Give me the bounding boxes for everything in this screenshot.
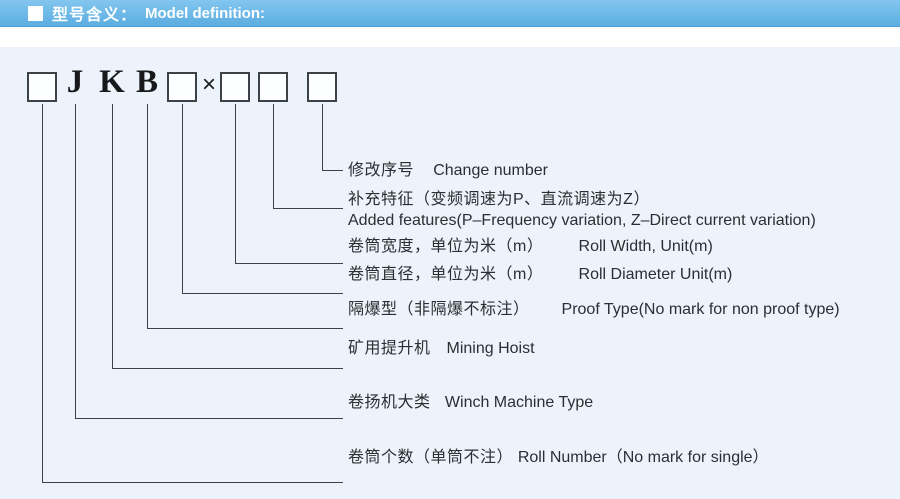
label-winch-type-cn: 卷扬机大类 — [348, 394, 431, 411]
connector-added-features — [273, 104, 343, 209]
label-mining-hoist: 矿用提升机 Mining Hoist — [348, 338, 535, 359]
connector-roll-width — [235, 104, 343, 264]
label-change-number: 修改序号 Change number — [348, 160, 548, 181]
label-roll-diameter: 卷筒直径，单位为米（m） Roll Diameter Unit(m) — [348, 264, 732, 285]
section-title-en: Model definition: — [145, 4, 265, 22]
connector-change-number — [322, 104, 343, 171]
label-added-features-cn: 补充特征（变频调速为P、直流调速为Z） — [348, 191, 650, 208]
connector-proof-type — [147, 104, 343, 329]
label-roll-number-en: Roll Number（No mark for single） — [517, 449, 769, 466]
model-code-box — [307, 72, 337, 102]
label-proof-type: 隔爆型（非隔爆不标注） Proof Type(No mark for non pr… — [348, 299, 840, 320]
label-proof-type-en: Proof Type(No mark for non proof type) — [561, 301, 840, 318]
section-header: 型号含义： Model definition: — [0, 0, 900, 27]
label-change-number-cn: 修改序号 — [348, 162, 415, 179]
model-code-box — [220, 72, 250, 102]
label-added-features: 补充特征（变频调速为P、直流调速为Z） Added features(P–Freq… — [348, 189, 816, 231]
label-roll-diameter-en: Roll Diameter Unit(m) — [578, 266, 733, 283]
label-roll-number: 卷筒个数（单筒不注）Roll Number（No mark for single… — [348, 447, 769, 468]
model-code-box — [27, 72, 57, 102]
label-roll-diameter-cn: 卷筒直径，单位为米（m） — [348, 266, 544, 283]
label-mining-hoist-en: Mining Hoist — [446, 340, 535, 357]
connector-winch-type — [75, 104, 343, 419]
diagram-panel — [0, 47, 900, 499]
label-added-features-en: Added features(P–Frequency variation, Z–… — [348, 212, 816, 229]
multiply-sign: × — [201, 71, 216, 98]
label-roll-width-en: Roll Width, Unit(m) — [578, 238, 713, 255]
label-roll-number-cn: 卷筒个数（单筒不注） — [348, 449, 514, 466]
label-roll-width-cn: 卷筒宽度，单位为米（m） — [348, 238, 544, 255]
connector-roll-diameter — [182, 104, 343, 294]
label-winch-type-en: Winch Machine Type — [444, 394, 594, 411]
label-proof-type-cn: 隔爆型（非隔爆不标注） — [348, 301, 530, 318]
label-mining-hoist-cn: 矿用提升机 — [348, 340, 431, 357]
model-code-box — [258, 72, 288, 102]
model-code-letter: J — [66, 63, 84, 100]
model-code-box — [167, 72, 197, 102]
connector-mining-hoist — [112, 104, 343, 369]
model-code-letter: K — [99, 63, 125, 100]
section-title-cn: 型号含义： — [52, 7, 138, 24]
connector-roll-number — [42, 104, 343, 483]
model-code-letter: B — [135, 63, 158, 100]
label-change-number-en: Change number — [433, 162, 548, 179]
label-winch-type: 卷扬机大类 Winch Machine Type — [348, 392, 593, 413]
label-roll-width: 卷筒宽度，单位为米（m） Roll Width, Unit(m) — [348, 236, 713, 257]
bullet-square-icon — [28, 5, 43, 21]
